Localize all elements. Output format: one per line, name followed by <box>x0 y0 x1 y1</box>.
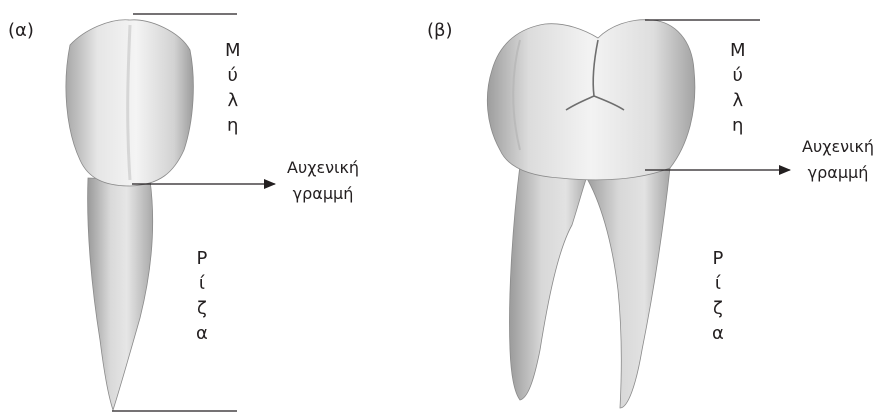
tooth-b-root-right <box>585 168 670 408</box>
crown-label-b-letter: η <box>732 113 743 138</box>
panel-label-b: (β) <box>427 20 453 41</box>
cej-label-a: Αυχενική γραμμή <box>287 155 359 207</box>
crown-label-b-letter: λ <box>732 88 743 113</box>
crown-label-b-letter: Μ <box>730 38 746 63</box>
tooth-a <box>66 20 193 410</box>
tooth-a-root <box>88 178 153 410</box>
tooth-b-root-left <box>509 165 590 400</box>
root-label-b-letter: ί <box>715 271 721 296</box>
root-label-a-letter: α <box>196 321 208 346</box>
root-label-a-letter: Ρ <box>197 246 208 271</box>
cej-label-b: Αυχενική γραμμή <box>802 134 874 186</box>
crown-label-a-letter: Μ <box>225 38 241 63</box>
root-label-a-letter: ζ <box>197 296 207 321</box>
crown-label-b-letter: ύ <box>733 63 743 88</box>
root-label-b-letter: α <box>712 321 724 346</box>
panel-label-a: (α) <box>8 20 34 41</box>
crown-label-a-letter: ύ <box>228 63 238 88</box>
crown-label-a-letter: λ <box>227 88 238 113</box>
root-label-b-letter: ζ <box>713 296 723 321</box>
cej-label-b-line1: Αυχενική <box>802 134 874 160</box>
root-label-b-letter: Ρ <box>713 246 724 271</box>
root-label-a-letter: ί <box>199 271 205 296</box>
tooth-b <box>487 20 695 408</box>
cej-label-a-line2: γραμμή <box>287 181 359 207</box>
cej-label-b-line2: γραμμή <box>802 160 874 186</box>
crown-label-a-letter: η <box>227 113 238 138</box>
cej-label-a-line1: Αυχενική <box>287 155 359 181</box>
